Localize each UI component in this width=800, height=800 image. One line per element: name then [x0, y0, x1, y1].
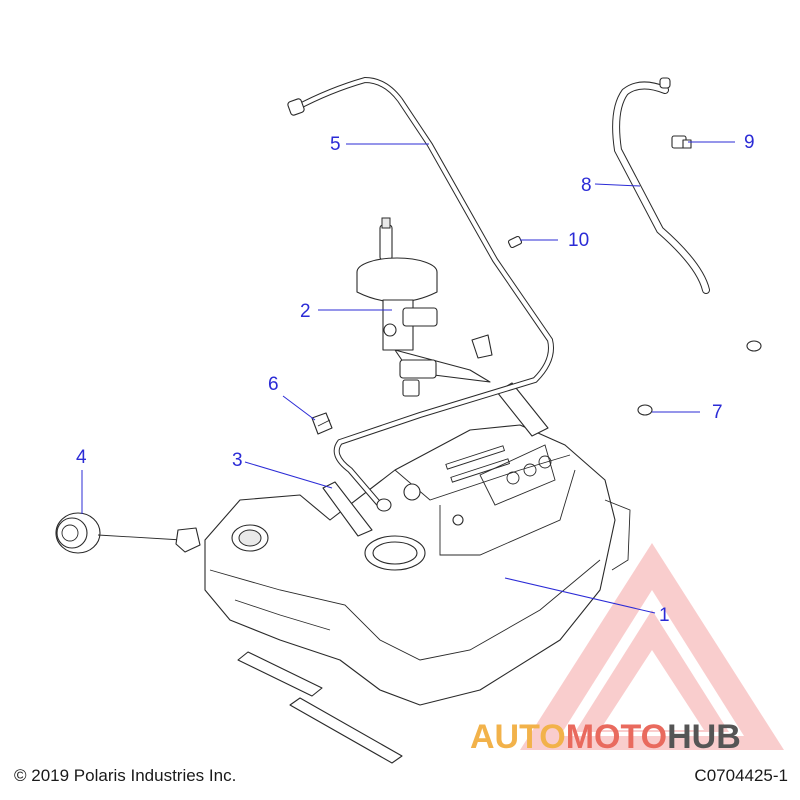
- callout-10: 10: [568, 230, 589, 251]
- clip-part-6: [311, 412, 333, 435]
- watermark-moto: MOTO: [566, 718, 667, 756]
- svg-text:AUTOMOTOHUB: AUTOMOTOHUB: [470, 718, 741, 756]
- watermark-text: AUTOMOTOHUB: [470, 718, 741, 756]
- watermark-hub: HUB: [667, 718, 741, 756]
- callout-4: 4: [76, 447, 87, 468]
- hose-part-8: [612, 77, 710, 294]
- fuel-tank-part-1: [204, 424, 631, 706]
- copyright-text: © 2019 Polaris Industries Inc.: [14, 766, 237, 785]
- callout-labels: 1 2 3 4 5 6 7 8 9 10: [76, 132, 755, 626]
- callout-5: 5: [330, 134, 341, 155]
- fuel-pump-part-2: [356, 217, 493, 397]
- clamp-part-7: [637, 340, 762, 416]
- callout-7: 7: [712, 402, 723, 423]
- drawing-number: C0704425-1: [694, 766, 788, 785]
- callout-2: 2: [300, 301, 311, 322]
- callout-1: 1: [659, 605, 670, 626]
- callout-3: 3: [232, 450, 243, 471]
- callout-8: 8: [581, 175, 592, 196]
- fuel-cap-part-4: [55, 512, 201, 554]
- watermark-auto: AUTO: [470, 718, 566, 756]
- leader-lines: [81, 141, 735, 614]
- callout-9: 9: [744, 132, 755, 153]
- connector-part-10: [507, 235, 523, 249]
- callout-6: 6: [268, 374, 279, 395]
- fitting-part-9: [671, 135, 692, 149]
- watermark-logo: [520, 543, 784, 750]
- vent-line-part-5: [287, 76, 554, 512]
- tank-foam-pads: [237, 382, 549, 764]
